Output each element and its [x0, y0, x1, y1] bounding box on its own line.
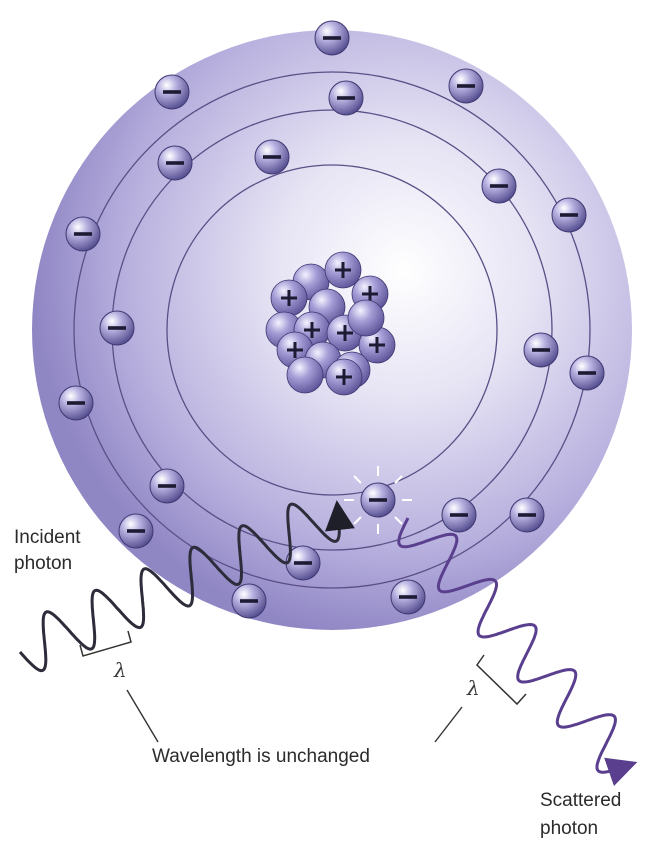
scattered-photon-label-line2: photon — [540, 818, 598, 840]
scattered-lambda-symbol: λ — [467, 676, 480, 700]
electron — [329, 81, 363, 115]
proton — [271, 280, 307, 316]
electron — [155, 75, 189, 109]
electron — [442, 498, 476, 532]
scattered-photon-label-line1: Scattered — [540, 790, 621, 812]
electron — [391, 580, 425, 614]
neutron — [348, 300, 384, 336]
electron — [510, 498, 544, 532]
electron — [100, 311, 134, 345]
electron — [315, 21, 349, 55]
scattered-lambda-leader — [435, 707, 462, 742]
electron — [482, 169, 516, 203]
electron — [158, 146, 192, 180]
incident-photon-label-line2: photon — [14, 553, 72, 575]
electron — [232, 584, 266, 618]
incident-lambda-symbol: λ — [114, 658, 127, 682]
electron — [119, 514, 153, 548]
incident-lambda-leader — [127, 690, 158, 742]
electron — [552, 198, 586, 232]
proton — [326, 359, 362, 395]
electron — [255, 140, 289, 174]
electron — [59, 386, 93, 420]
electron — [524, 333, 558, 367]
wavelength-unchanged-label: Wavelength is unchanged — [152, 746, 370, 768]
neutron — [287, 357, 323, 393]
incident-wavelength-bracket — [80, 631, 131, 656]
electron — [66, 217, 100, 251]
electron — [150, 469, 184, 503]
electron — [361, 483, 395, 517]
electron — [570, 356, 604, 390]
incident-photon-label-line1: Incident — [14, 527, 81, 549]
electron — [449, 69, 483, 103]
